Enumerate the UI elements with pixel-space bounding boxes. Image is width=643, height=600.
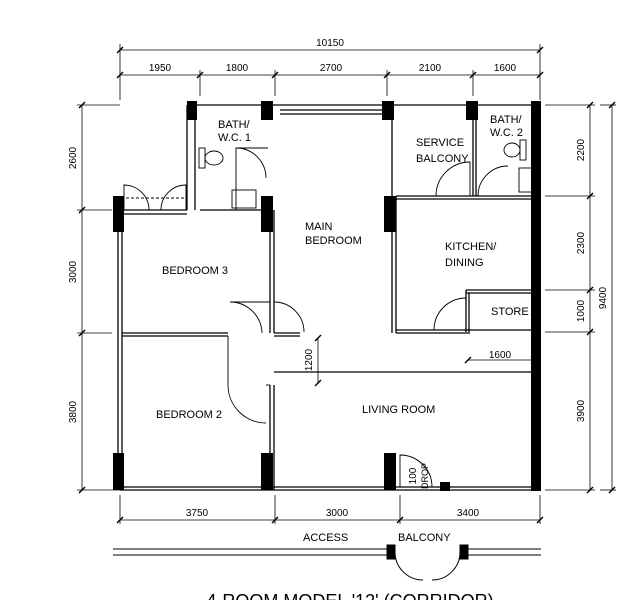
bottom-dim-3: 3400 [457,508,480,519]
store-width-label: 1600 [489,350,512,361]
top-dim-1: 1950 [149,63,172,74]
main-bedroom-label-line-2: BEDROOM [305,235,362,247]
structural-columns [113,101,541,491]
left-dim-2: 3000 [68,260,79,283]
bedroom-2-label: BEDROOM 2 [156,409,222,421]
living-room-label: LIVING ROOM [362,404,435,416]
main-bedroom-label-line-1: MAIN [305,221,333,233]
service-balcony-label-line-1: SERVICE [416,137,464,149]
balcony-label: BALCONY [398,532,451,544]
overall-width-label: 10150 [316,38,344,49]
bath-1-label-line-2: W.C. 1 [218,132,251,144]
service-balcony-label-line-2: BALCONY [416,153,469,165]
top-dim-3: 2700 [320,63,343,74]
top-dim-5: 1600 [494,63,517,74]
plan-title: 4-ROOM MODEL '12' (CORRIDOR) [206,591,493,600]
right-dim-4: 3900 [576,399,587,422]
right-dim-2: 2300 [576,231,587,254]
bath-2-label-line-1: BATH/ [490,114,523,126]
bottom-dim-2: 3000 [326,508,349,519]
room-labels: BATH/ W.C. 1 SERVICE BALCONY BATH/ W.C. … [156,114,529,544]
access-label: ACCESS [303,532,348,544]
corridor-width-label: 1200 [304,348,315,371]
access-balcony [113,544,541,581]
walls [117,104,540,491]
toilet-1-icon [204,150,224,166]
toilet-2-icon [503,142,521,158]
refuse-drop-label: DROP [420,463,430,489]
left-dim-1: 2600 [68,146,79,169]
dimension-labels: 10150 1950 1800 2700 2100 1600 3750 3000… [68,38,609,519]
dimension-ticks [78,46,616,524]
bath-2-label-line-2: W.C. 2 [490,127,523,139]
left-dim-3: 3800 [68,400,79,423]
top-dim-2: 1800 [226,63,249,74]
bedroom-3-label: BEDROOM 3 [162,265,228,277]
kitchen-label-line-2: DINING [445,257,484,269]
doors [123,147,509,488]
top-dim-4: 2100 [419,63,442,74]
right-dim-3: 1000 [576,299,587,322]
sanitary-fixtures [198,139,534,209]
bath-1-label-line-1: BATH/ [218,119,251,131]
overall-height-label: 9400 [598,286,609,309]
bottom-dim-1: 3750 [186,508,209,519]
chute-size-label: 100 [408,467,419,484]
store-label: STORE [491,306,529,318]
right-dim-1: 2200 [576,138,587,161]
kitchen-label-line-1: KITCHEN/ [445,241,497,253]
